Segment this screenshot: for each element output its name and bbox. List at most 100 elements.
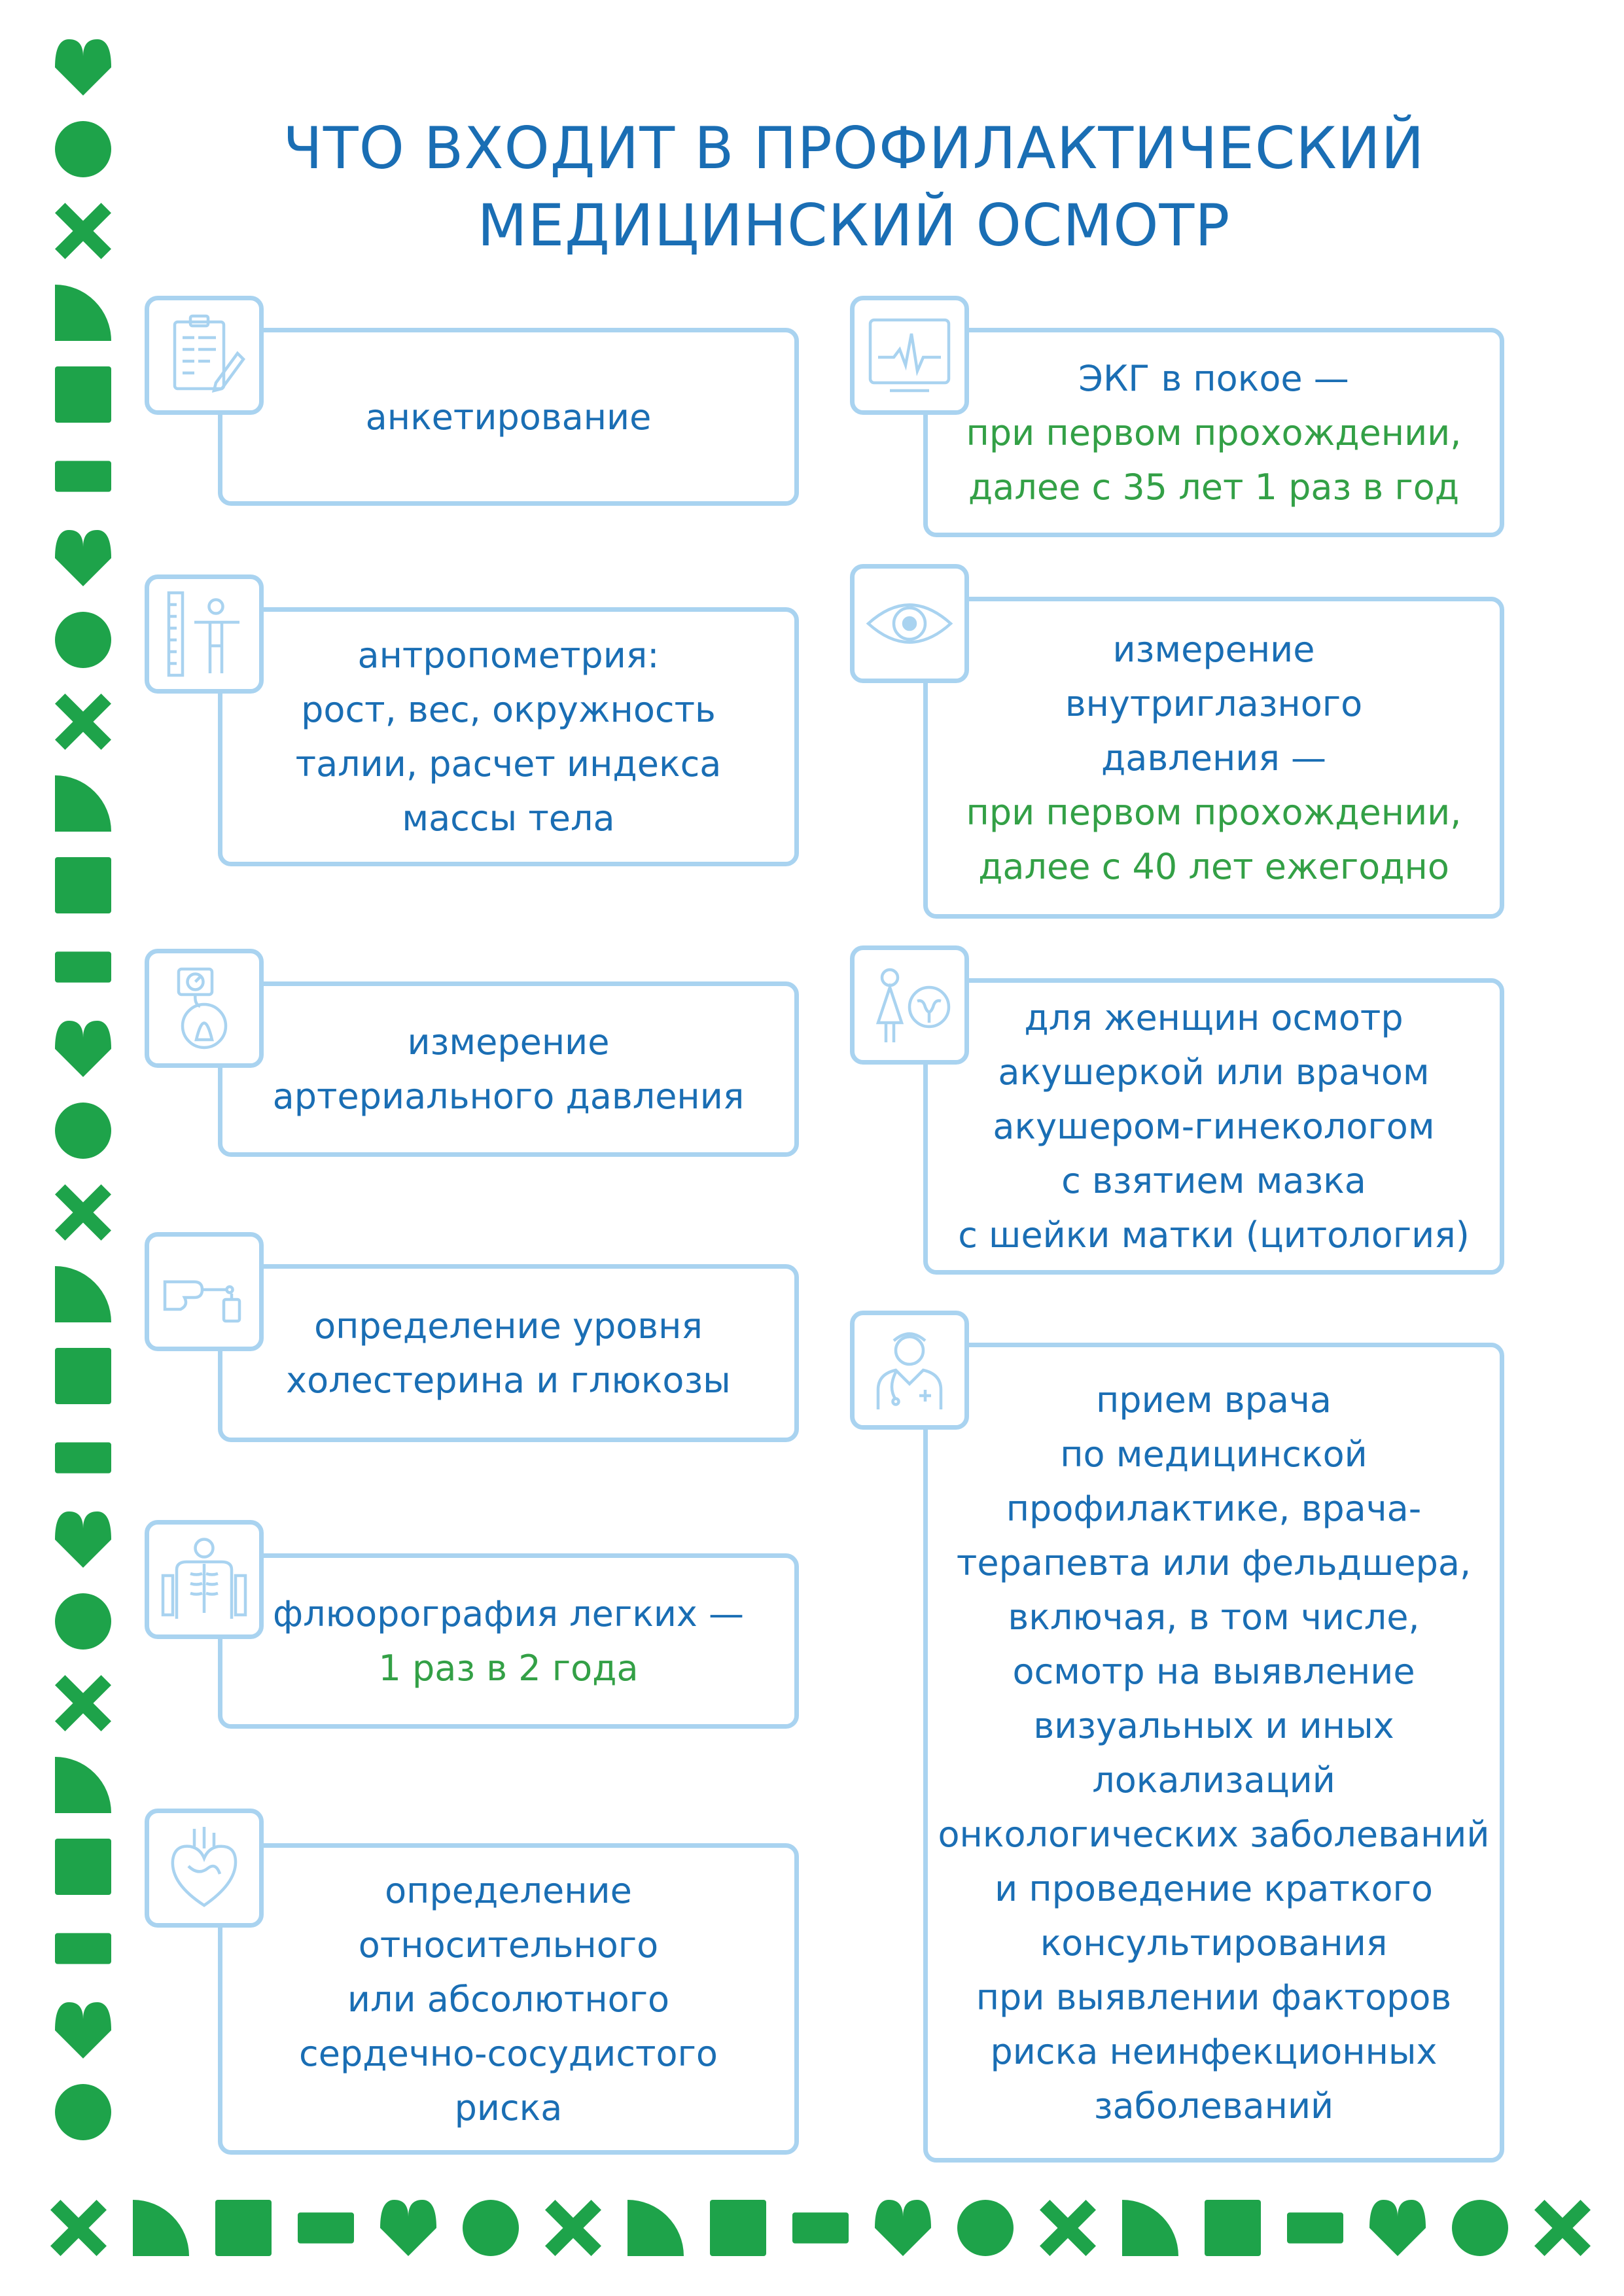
decor-square-shape xyxy=(55,1348,111,1404)
decor-cross-shape xyxy=(55,203,111,259)
decor-quarter-shape xyxy=(55,1757,111,1813)
card-text: флюорография легких — 1 раз в 2 года xyxy=(273,1587,744,1695)
card-line: антропометрия: xyxy=(357,635,660,676)
decor-square-shape xyxy=(55,366,111,423)
decor-square-shape xyxy=(710,2200,766,2256)
decor-quarter-shape xyxy=(1122,2200,1178,2256)
decor-heart-shape xyxy=(380,2200,436,2256)
card-line: флюорография легких — xyxy=(272,1593,745,1634)
decor-cross-shape xyxy=(55,694,111,750)
decor-cross-shape xyxy=(1534,2200,1591,2256)
card-gynecology: для женщин осмотр акушеркой или врачом а… xyxy=(923,978,1504,1275)
decor-heart-shape xyxy=(1369,2200,1426,2256)
card-line: талии, расчет индекса xyxy=(295,743,722,785)
card-line: включая, в том числе, xyxy=(1008,1596,1420,1638)
decor-heart-shape xyxy=(55,39,111,96)
card-text: определение уровня холестерина и глюкозы xyxy=(286,1299,731,1407)
decor-heart-shape xyxy=(55,1511,111,1568)
card-line: акушером-гинекологом xyxy=(993,1106,1435,1147)
page-title-line-1: ЧТО ВХОДИТ В ПРОФИЛАКТИЧЕСКИЙ xyxy=(283,115,1425,182)
decor-dash-shape xyxy=(55,461,111,492)
card-line: прием врача xyxy=(1096,1379,1332,1421)
card-line: осмотр на выявление xyxy=(1012,1650,1415,1692)
decor-cross-shape xyxy=(50,2200,107,2256)
gynecology-icon xyxy=(850,945,969,1065)
decor-circle-shape xyxy=(463,2200,519,2256)
card-line: рост, вес, окружность xyxy=(301,689,716,730)
decor-heart-shape xyxy=(875,2200,931,2256)
decorative-border-left xyxy=(55,39,111,2140)
card-line: измерение xyxy=(1112,628,1315,670)
decor-dash-shape xyxy=(55,1933,111,1964)
card-line: и проведение краткого xyxy=(995,1867,1433,1909)
card-text: антропометрия: рост, вес, окружность тал… xyxy=(296,628,722,845)
card-xray: флюорография легких — 1 раз в 2 года xyxy=(218,1553,799,1729)
card-line: по медицинской xyxy=(1060,1433,1368,1475)
card-blood-pressure: измерение артериального давления xyxy=(218,981,799,1157)
decor-cross-shape xyxy=(1040,2200,1096,2256)
decorative-border-bottom xyxy=(50,2200,1591,2256)
decor-circle-shape xyxy=(957,2200,1014,2256)
card-line: для женщин осмотр xyxy=(1024,997,1403,1038)
card-line: заболеваний xyxy=(1093,2085,1334,2127)
card-line: риска неинфекционных xyxy=(990,2030,1438,2072)
card-line-highlight: далее с 40 лет ежегодно xyxy=(978,845,1449,887)
card-line: холестерина и глюкозы xyxy=(286,1360,731,1401)
decor-cross-shape xyxy=(55,1184,111,1241)
page-title: ЧТО ВХОДИТ В ПРОФИЛАКТИЧЕСКИЙ МЕДИЦИНСКИ… xyxy=(216,110,1492,264)
card-line: анкетирование xyxy=(365,396,652,438)
blood-pressure-icon xyxy=(145,949,264,1068)
card-line: онкологических заболеваний xyxy=(938,1813,1490,1855)
card-ecg: ЭКГ в покое — при первом прохождении, да… xyxy=(923,328,1504,537)
card-line-highlight: при первом прохождении, xyxy=(966,412,1462,453)
decor-cross-shape xyxy=(545,2200,601,2256)
card-line: определение xyxy=(385,1869,632,1911)
card-line: с взятием мазка xyxy=(1061,1160,1366,1201)
card-text: измерение артериального давления xyxy=(273,1015,745,1123)
card-text: определение относительного или абсолютно… xyxy=(299,1863,718,2135)
card-line: артериального давления xyxy=(272,1076,745,1117)
decor-dash-shape xyxy=(298,2212,354,2244)
page-title-line-2: МЕДИЦИНСКИЙ ОСМОТР xyxy=(477,192,1231,259)
card-line: акушеркой или врачом xyxy=(998,1051,1430,1093)
decor-dash-shape xyxy=(55,1442,111,1474)
card-line: при выявлении факторов xyxy=(976,1976,1452,2018)
card-line: ЭКГ в покое — xyxy=(1078,357,1349,399)
decor-circle-shape xyxy=(1452,2200,1508,2256)
card-line: профилактике, врача- xyxy=(1006,1487,1422,1529)
decor-circle-shape xyxy=(55,1593,111,1650)
doctor-icon xyxy=(850,1311,969,1430)
decor-square-shape xyxy=(55,1839,111,1895)
card-line: внутриглазного xyxy=(1065,682,1363,724)
card-line: с шейки матки (цитология) xyxy=(958,1214,1470,1256)
card-line: массы тела xyxy=(402,798,615,839)
decor-quarter-shape xyxy=(133,2200,189,2256)
card-text: ЭКГ в покое — при первом прохождении, да… xyxy=(966,351,1462,514)
card-anthropometry: антропометрия: рост, вес, окружность тал… xyxy=(218,607,799,866)
decor-heart-shape xyxy=(55,1021,111,1077)
blood-test-icon xyxy=(145,1232,264,1351)
card-doctor-visit: прием врача по медицинской профилактике,… xyxy=(923,1343,1504,2163)
card-line: риска xyxy=(454,2087,563,2128)
eye-icon xyxy=(850,564,969,683)
card-line: сердечно-сосудистого xyxy=(299,2032,718,2074)
decor-cross-shape xyxy=(55,1675,111,1731)
card-cardiovascular-risk: определение относительного или абсолютно… xyxy=(218,1843,799,2155)
card-blood-test: определение уровня холестерина и глюкозы xyxy=(218,1264,799,1442)
heart-icon xyxy=(145,1809,264,1928)
card-line: давления — xyxy=(1101,737,1327,779)
card-line: относительного xyxy=(358,1924,659,1966)
decor-circle-shape xyxy=(55,121,111,177)
decor-circle-shape xyxy=(55,612,111,668)
decor-quarter-shape xyxy=(627,2200,684,2256)
decor-square-shape xyxy=(215,2200,272,2256)
card-line: определение уровня xyxy=(314,1305,703,1347)
card-line: локализаций xyxy=(1092,1759,1335,1801)
card-eye-pressure: измерение внутриглазного давления — при … xyxy=(923,597,1504,919)
decor-quarter-shape xyxy=(55,285,111,341)
card-line-highlight: при первом прохождении, xyxy=(966,791,1462,833)
xray-icon xyxy=(145,1520,264,1639)
decor-heart-shape xyxy=(55,530,111,586)
decor-dash-shape xyxy=(55,951,111,983)
decor-square-shape xyxy=(1205,2200,1261,2256)
